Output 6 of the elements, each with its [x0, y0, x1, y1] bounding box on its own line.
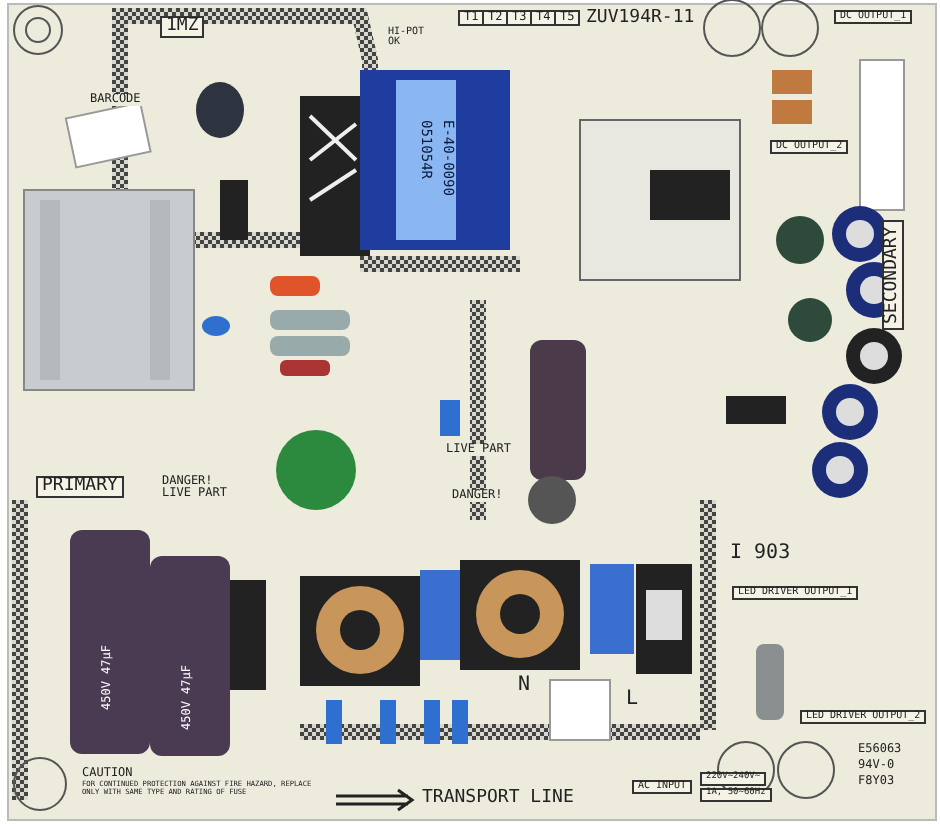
board-marking: 1MZ [160, 16, 205, 39]
section-label: SECONDARY [882, 220, 905, 330]
section-label: PRIMARY [36, 476, 124, 499]
board-model-number: ZUV194R-11 [584, 10, 697, 29]
direction-label: TRANSPORT LINE [420, 790, 576, 809]
board-marking: I 903 [728, 544, 793, 565]
